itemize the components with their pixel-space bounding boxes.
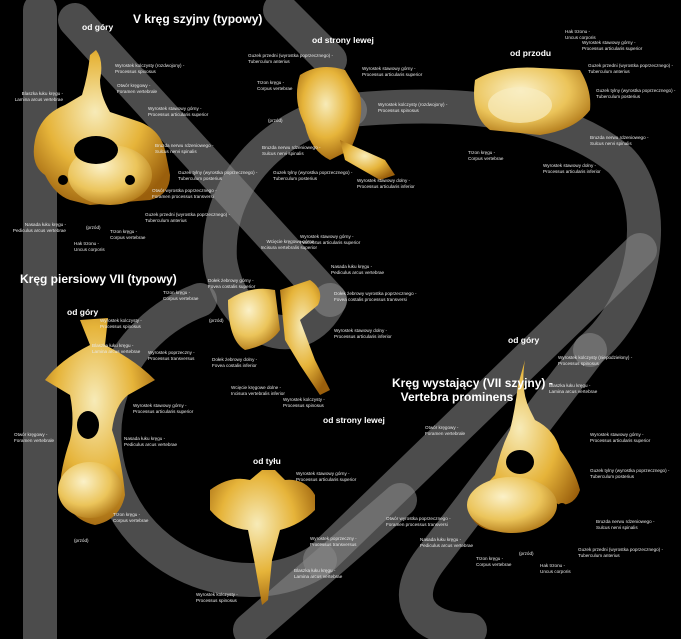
view-cervical-left: od strony lewej	[312, 35, 374, 45]
label: Wyrostek stawowy górny -Processus articu…	[133, 403, 194, 414]
bone-thoracic-top	[45, 318, 155, 525]
title-prominens-line2: Vertebra prominens	[400, 390, 514, 404]
label: Wyrostek stawowy górny -Processus articu…	[590, 432, 651, 443]
label: Bruzda nerwu rdzeniowego -Sulcus nervi s…	[596, 519, 655, 530]
label: Hak trzonu -Uncus corporis	[540, 563, 571, 574]
label: (przód)	[519, 551, 534, 556]
label: Wcięcie kręgowe górne -Incisura vertebra…	[260, 239, 317, 250]
label: Trzon kręgu -Corpus vertebrae	[476, 556, 512, 567]
label: Otwór kręgowy -Foramen vertebrale	[14, 432, 55, 443]
label: Otwór wyrostka poprzecznego -Foramen pro…	[386, 516, 451, 527]
bone-cervical-top	[33, 50, 170, 205]
label: Guzek przedni (wyrostka poprzecznego) -T…	[248, 53, 334, 64]
label: Wyrostek stawowy górny -Processus articu…	[300, 234, 361, 245]
label: Blaszka łuku kręgu -Lamina arcus vertebr…	[549, 383, 598, 394]
label: Bruzda nerwu rdzeniowego -Sulcus nervi s…	[155, 143, 214, 154]
label: Wyrostek stawowy górny -Processus articu…	[296, 471, 357, 482]
view-thoracic-top: od góry	[67, 307, 99, 317]
view-thoracic-left: od strony lewej	[323, 415, 385, 425]
view-prominens-top: od góry	[508, 335, 540, 345]
label: Trzon kręgu -Corpus vertebrae	[113, 512, 149, 523]
bone-prominens-top	[467, 360, 580, 533]
label: Wcięcie kręgowe dolne -Incisura vertebra…	[231, 385, 285, 396]
label: Otwór kręgowy -Foramen vertebrale	[117, 83, 158, 94]
label: Guzek tylny (wyrostka poprzecznego) -Tub…	[273, 170, 353, 181]
view-cervical-top: od góry	[82, 22, 114, 32]
label: Hak trzonu -Uncus corporis	[565, 29, 596, 40]
label: Bruzda nerwu rdzeniowego -Sulcus nervi s…	[590, 135, 649, 146]
label: Wyrostek stawowy dolny -Processus articu…	[357, 178, 415, 189]
label: (przód)	[209, 318, 224, 323]
label: Wyrostek kolczysty (rozdwojony) -Process…	[115, 63, 185, 74]
bone-cervical-left	[296, 66, 395, 180]
label: Nasada łuku kręgu -Pediculus arcus verte…	[331, 264, 385, 275]
label: Wyrostek kolczysty -Processus spinosus	[283, 397, 325, 408]
label: Wyrostek kolczysty -Processus spinosus	[100, 318, 142, 329]
label: Trzon kręgu -Corpus vertebrae	[257, 80, 293, 91]
label: Blaszka łuku kręgu -Lamina arcus vertebr…	[14, 91, 63, 102]
label: Guzek przedni (wyrostka poprzecznego) -T…	[145, 212, 231, 223]
title-thoracic: Kręg piersiowy VII (typowy)	[20, 272, 177, 286]
label: Wyrostek stawowy dolny -Processus articu…	[543, 163, 601, 174]
bone-thoracic-back	[210, 470, 315, 605]
label: (przód)	[74, 538, 89, 543]
bone-thoracic-left	[228, 280, 330, 395]
label: Guzek tylny (wyrostka poprzecznego) -Tub…	[596, 88, 676, 99]
title-prominens: Kręg wystający (VII szyjny) - Vertebra p…	[392, 376, 553, 404]
label: Dołek żebrowy górny -Fovea costalis supe…	[208, 278, 256, 289]
label: Guzek tylny (wyrostka poprzecznego) -Tub…	[590, 468, 670, 479]
label: Wyrostek kolczysty (niepodzielony) -Proc…	[558, 355, 633, 366]
title-cervical: V kręg szyjny (typowy)	[133, 12, 263, 26]
label: Dołek żebrowy wyrostka poprzecznego -Fov…	[334, 291, 417, 302]
label: Wyrostek kolczysty (rozdwojony) -Process…	[378, 102, 448, 113]
label: (przód)	[268, 118, 283, 123]
label: Wyrostek poprzeczny -Processus transvers…	[310, 536, 357, 547]
label: Wyrostek stawowy dolny -Processus articu…	[334, 328, 392, 339]
label: Trzon kręgu -Corpus vertebrae	[163, 290, 199, 301]
label: Guzek przedni (wyrostka poprzecznego) -T…	[588, 63, 674, 74]
label: Wyrostek stawowy górny -Processus articu…	[148, 106, 209, 117]
bone-cervical-front	[474, 67, 591, 135]
label: Nasada łuku kręgu -Pediculus arcus verte…	[124, 436, 178, 447]
label: Trzon kręgu -Corpus vertebrae	[468, 150, 504, 161]
label: Bruzda nerwu rdzeniowego -Sulcus nervi s…	[262, 145, 321, 156]
label: Nasada łuku kręgu -Pediculus arcus verte…	[420, 537, 474, 548]
label: Blaszka łuku kręgu -Lamina arcus vertebr…	[92, 343, 141, 354]
label: Otwór kręgowy -Foramen vertebrale	[425, 425, 466, 436]
label: Dołek żebrowy dolny -Fovea costalis infe…	[212, 357, 258, 368]
label: Nasada łuku kręgu -Pediculus arcus verte…	[12, 222, 66, 233]
label: Wyrostek kolczysty -Processus spinosus	[196, 592, 238, 603]
label: Trzon kręgu -Corpus vertebrae	[110, 229, 146, 240]
label: Wyrostek stawowy górny -Processus articu…	[582, 40, 643, 51]
title-prominens-line1: Kręg wystający (VII szyjny) -	[392, 376, 553, 390]
label: (przód)	[86, 225, 101, 230]
label: Blaszka łuku kręgu -Lamina arcus vertebr…	[294, 568, 343, 579]
label: Guzek przedni (wyrostka poprzecznego) -T…	[578, 547, 664, 558]
view-cervical-front: od przodu	[510, 48, 552, 58]
label: Wyrostek poprzeczny -Processus transvers…	[148, 350, 195, 361]
label: Hak trzonu -Uncus corporis	[74, 241, 105, 252]
label: Guzek tylny (wyrostka poprzecznego) -Tub…	[178, 170, 258, 181]
view-thoracic-back: od tyłu	[253, 456, 281, 466]
label: Otwór wyrostka poprzecznego -Foramen pro…	[152, 188, 217, 199]
label: Wyrostek stawowy górny -Processus articu…	[362, 66, 423, 77]
